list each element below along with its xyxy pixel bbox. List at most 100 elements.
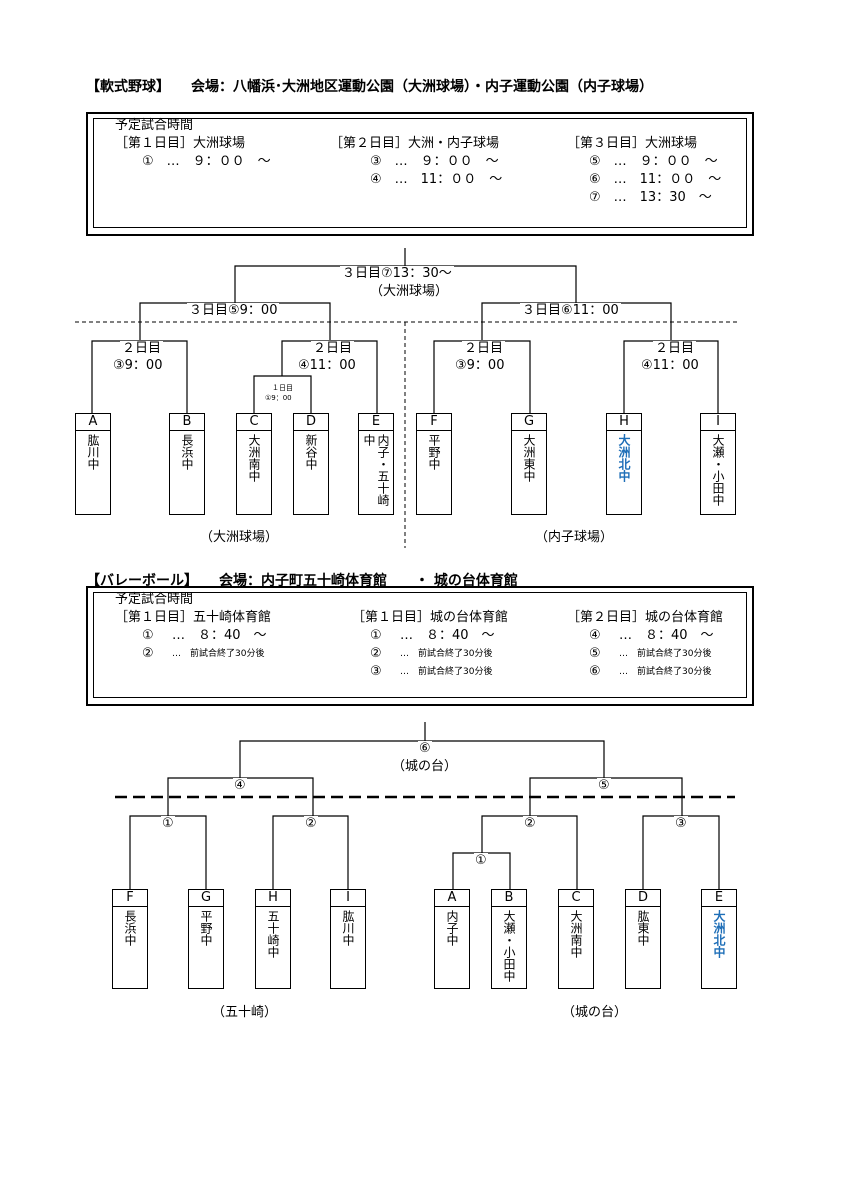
- volleyball-game-mark: ①: [370, 628, 382, 643]
- volleyball-day-title: ［第２日目］城の台体育館: [567, 610, 724, 625]
- baseball-day3-title: ［第３日目］大洲球場: [567, 136, 698, 151]
- team-name: 内子・五十崎中: [362, 434, 390, 506]
- team-box: I 大瀬・小田中: [700, 413, 736, 515]
- baseball-venue-right: （内子球場）: [535, 530, 614, 545]
- team-letter: F: [113, 890, 147, 907]
- team-name: 長浜中: [180, 434, 194, 470]
- baseball-semi-right: ３日目⑥11：00: [520, 303, 621, 318]
- team-box: C 大洲南中: [558, 889, 594, 989]
- team-name: 大洲北中: [617, 434, 631, 482]
- team-letter: D: [294, 414, 328, 431]
- team-box: A 内子中: [434, 889, 470, 989]
- baseball-r1-time: ①9：00: [265, 394, 292, 402]
- team-box: G 大洲東中: [511, 413, 547, 515]
- team-box: H 大洲北中: [606, 413, 642, 515]
- volleyball-semi-left: ④: [233, 778, 247, 793]
- volleyball-venue-right: （城の台）: [562, 1005, 628, 1020]
- team-box: E 大洲北中: [701, 889, 737, 989]
- team-name: 平野中: [427, 434, 441, 470]
- volleyball-game-mark: ②: [142, 646, 154, 661]
- baseball-schedule-box: [86, 112, 754, 236]
- team-letter: A: [76, 414, 110, 431]
- team-letter: C: [559, 890, 593, 907]
- volleyball-venue-left: （五十崎）: [212, 1005, 278, 1020]
- team-letter: I: [331, 890, 365, 907]
- baseball-day1-game: ① … ９：００ ～: [142, 154, 271, 169]
- team-letter: G: [189, 890, 223, 907]
- volleyball-game-time: … ８：40 ～: [400, 628, 495, 643]
- team-letter: D: [626, 890, 660, 907]
- baseball-day1-title: ［第１日目］大洲球場: [115, 136, 246, 151]
- baseball-r2-time: ④11：00: [298, 358, 356, 373]
- volleyball-game-time: … 前試合終了30分後: [172, 649, 265, 659]
- baseball-venue-left: （大洲球場）: [200, 530, 279, 545]
- volleyball-game-mark: ①: [142, 628, 154, 643]
- volleyball-game-time: … 前試合終了30分後: [619, 649, 712, 659]
- team-name: 大瀬・小田中: [711, 434, 725, 506]
- team-letter: B: [492, 890, 526, 907]
- baseball-header: 【軟式野球】 会場：八幡浜･大洲地区運動公園（大洲球場）・内子運動公園（内子球場…: [86, 79, 653, 95]
- volleyball-game-mark: ⑥: [589, 664, 601, 679]
- baseball-r2-day: ２日目: [462, 341, 506, 356]
- volleyball-game-time: … ８：40 ～: [172, 628, 267, 643]
- baseball-day2-game: ④ … 11：００ ～: [370, 172, 503, 187]
- baseball-final-label: ３日目⑦13：30～: [340, 266, 454, 281]
- baseball-r1-day: １日目: [272, 384, 293, 392]
- team-letter: G: [512, 414, 546, 431]
- team-name: 大洲東中: [522, 434, 536, 482]
- team-box: E 内子・五十崎中: [358, 413, 394, 515]
- volleyball-game-mark: ④: [589, 628, 601, 643]
- baseball-r2-time: ③9：00: [113, 358, 163, 373]
- team-name: 大洲南中: [247, 434, 261, 482]
- baseball-r2-day: ２日目: [653, 341, 697, 356]
- volleyball-day-title: ［第１日目］城の台体育館: [352, 610, 509, 625]
- team-name: 大洲北中: [712, 910, 726, 958]
- volleyball-game-time: … ８：40 ～: [619, 628, 714, 643]
- volleyball-schedule-box: [86, 586, 754, 706]
- team-letter: E: [359, 414, 393, 431]
- volleyball-r2-mark: ②: [523, 816, 537, 831]
- team-name: 平野中: [199, 910, 213, 946]
- volleyball-final-venue: （城の台）: [392, 759, 458, 774]
- volleyball-r2-mark: ②: [304, 816, 318, 831]
- team-box: C 大洲南中: [236, 413, 272, 515]
- volleyball-game-mark: ②: [370, 646, 382, 661]
- volleyball-r2-mark: ①: [161, 816, 175, 831]
- team-name: 内子中: [445, 910, 459, 946]
- team-box: H 五十崎中: [255, 889, 291, 989]
- team-letter: C: [237, 414, 271, 431]
- baseball-final-venue: （大洲球場）: [370, 284, 449, 299]
- team-letter: H: [256, 890, 290, 907]
- team-letter: B: [170, 414, 204, 431]
- team-name: 長浜中: [123, 910, 137, 946]
- team-name: 大洲南中: [569, 910, 583, 958]
- baseball-day3-game: ⑦ … 13：30 ～: [589, 190, 712, 205]
- team-letter: E: [702, 890, 736, 907]
- volleyball-final-mark: ⑥: [418, 741, 432, 756]
- team-letter: A: [435, 890, 469, 907]
- volleyball-header: 【バレーボール】 会場：内子町五十崎体育館 ・ 城の台体育館: [86, 573, 518, 589]
- volleyball-r2-mark: ③: [674, 816, 688, 831]
- team-box: F 長浜中: [112, 889, 148, 989]
- team-box: B 長浜中: [169, 413, 205, 515]
- baseball-r2-time: ④11：00: [641, 358, 699, 373]
- team-name: 肱川中: [86, 434, 100, 470]
- baseball-day2-title: ［第２日目］大洲・内子球場: [330, 136, 500, 151]
- baseball-day2-game: ③ … ９：００ ～: [370, 154, 499, 169]
- team-letter: I: [701, 414, 735, 431]
- baseball-semi-left: ３日目⑤9：00: [187, 303, 280, 318]
- volleyball-game-mark: ⑤: [589, 646, 601, 661]
- volleyball-schedule-title: 予定試合時間: [115, 592, 194, 607]
- baseball-r2-time: ③9：00: [455, 358, 505, 373]
- team-name: 肱東中: [636, 910, 650, 946]
- team-letter: H: [607, 414, 641, 431]
- volleyball-game-mark: ③: [370, 664, 382, 679]
- volleyball-game-time: … 前試合終了30分後: [619, 667, 712, 677]
- volleyball-game-time: … 前試合終了30分後: [400, 649, 493, 659]
- team-box: G 平野中: [188, 889, 224, 989]
- team-name: 五十崎中: [266, 910, 280, 958]
